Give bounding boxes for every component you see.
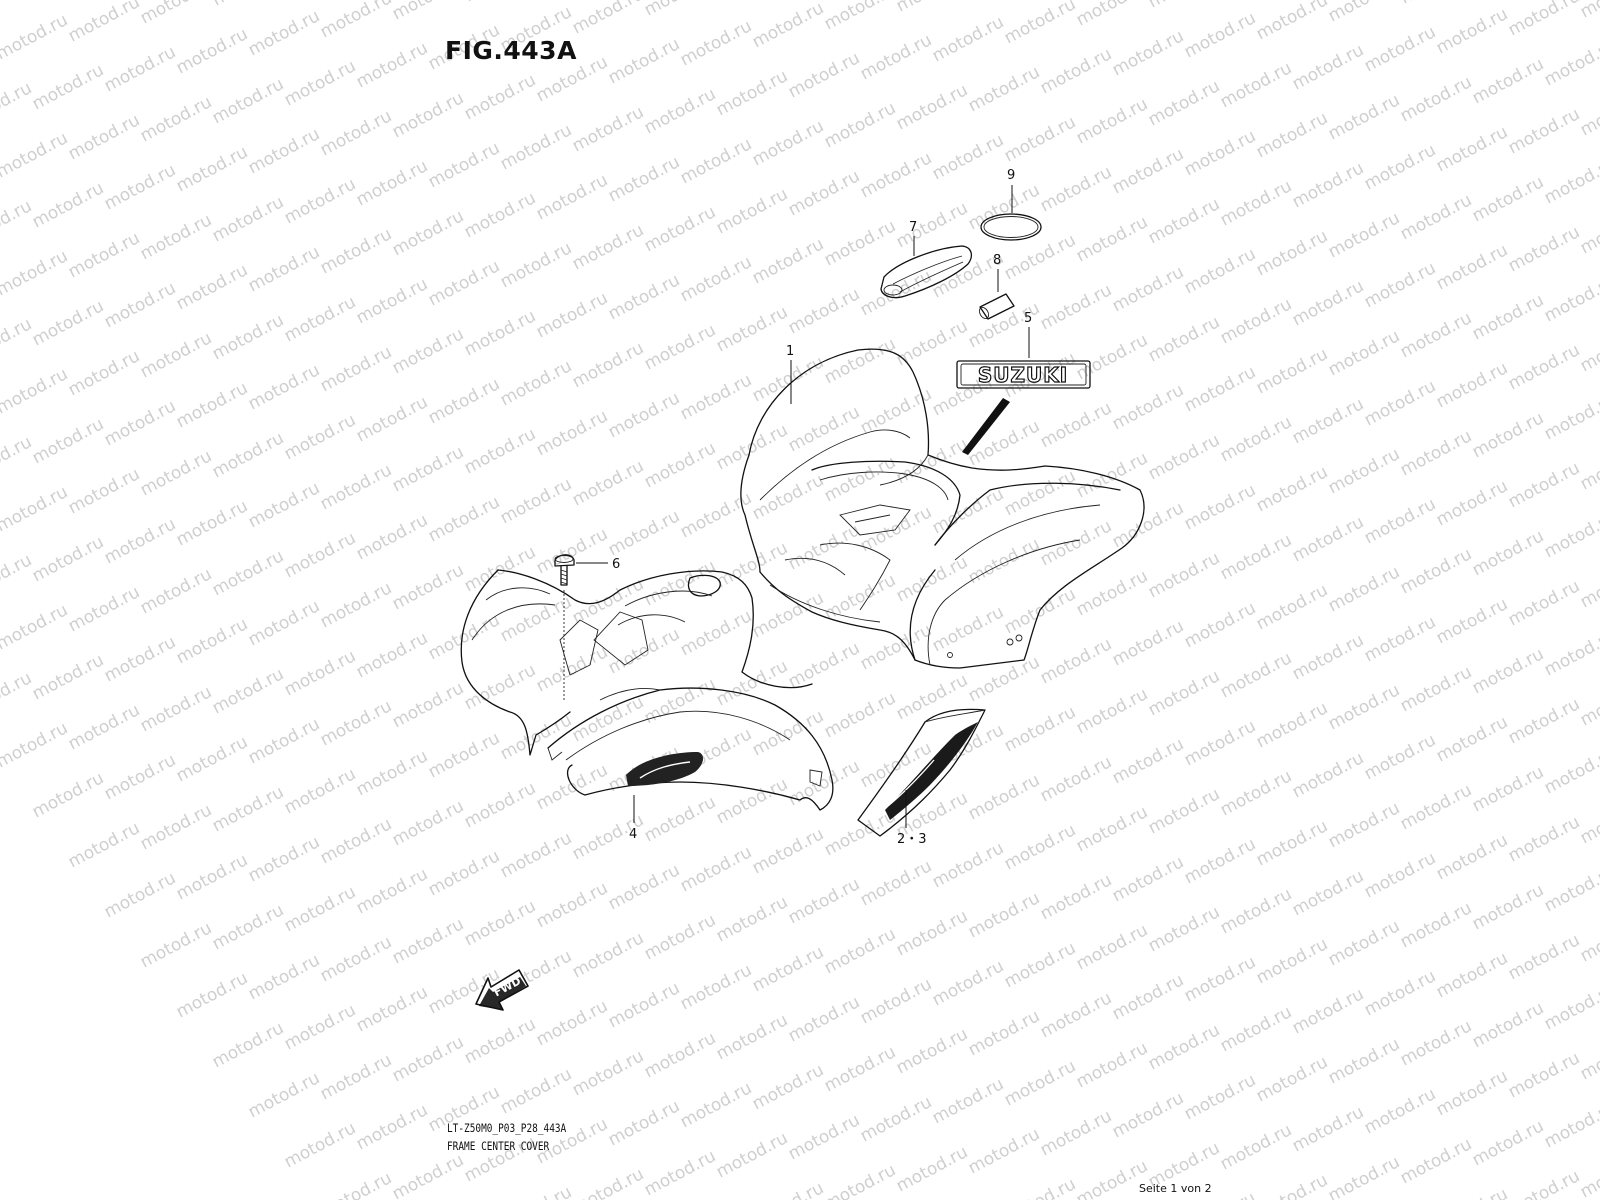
callout-6: 6	[612, 557, 620, 572]
callout-2-3: 2・3	[897, 832, 927, 847]
o-ring-part	[980, 213, 1042, 241]
fender-logo	[626, 752, 704, 786]
side-decal-part	[857, 708, 986, 837]
callout-4: 4	[629, 827, 637, 842]
callout-5: 5	[1024, 311, 1032, 326]
page-indicator: Seite 1 von 2	[1139, 1182, 1212, 1195]
callout-1: 1	[786, 344, 794, 359]
fwd-arrow-icon: FWD	[475, 969, 529, 1011]
emblem-placement-arrow	[962, 398, 1010, 455]
callout-7: 7	[909, 220, 917, 235]
figure-title: FIG.443A	[445, 36, 577, 65]
callout-9: 9	[1007, 168, 1015, 183]
section-name: FRAME CENTER COVER	[447, 1139, 550, 1153]
drawing-code: LT-Z50M0_P03_P28_443A	[447, 1121, 567, 1135]
suzuki-emblem-part: SUZUKI	[956, 360, 1091, 389]
front-fender-part	[460, 569, 834, 811]
emblem-text: SUZUKI	[978, 363, 1068, 387]
cap-part	[880, 245, 973, 299]
cylinder-part	[978, 293, 1015, 320]
callout-8: 8	[993, 253, 1001, 268]
rear-fender-part	[740, 348, 1145, 669]
screw-part	[554, 554, 575, 586]
